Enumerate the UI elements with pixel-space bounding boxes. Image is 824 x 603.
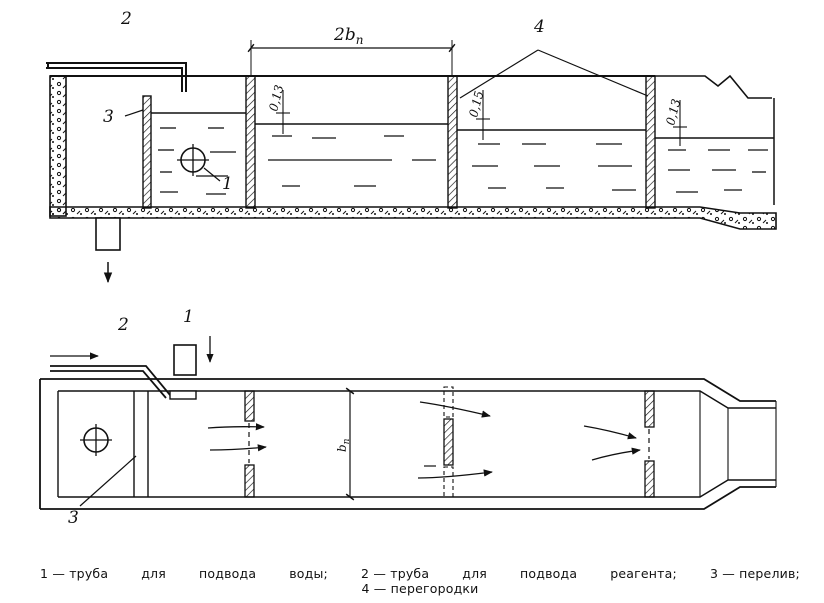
label-dimension-2b: 2bп [333, 25, 363, 47]
label-level-3: 0,13 [663, 97, 683, 127]
water-pipe-symbol [177, 144, 209, 176]
label-width-b: bп [335, 438, 352, 452]
plan-view [39, 336, 777, 510]
label-water-pipe-plan: 1 [183, 307, 194, 327]
label-partitions: 4 [533, 17, 545, 37]
caption-line-1: 1 — труба для подвода воды; 2 — труба дл… [40, 566, 800, 581]
figure-caption: 1 — труба для подвода воды; 2 — труба дл… [40, 566, 800, 596]
label-level-1: 0,13 [266, 83, 286, 113]
water-pipe-symbol-plan [80, 424, 112, 456]
caption-item: для [462, 566, 487, 581]
label-reagent-pipe-plan: 2 [117, 315, 129, 335]
label-water-pipe-top: 1 [222, 174, 233, 194]
mixer-drawing: 2 3 4 2bп 1 0,13 0,15 0,13 [39, 9, 777, 528]
caption-item: подвода [199, 566, 257, 581]
label-overflow-top: 3 [103, 107, 114, 127]
caption-item: 1 — труба [40, 566, 109, 581]
caption-item: 2 — труба [361, 566, 430, 581]
label-reagent-pipe-top: 2 [120, 9, 132, 29]
caption-item: подвода [520, 566, 578, 581]
label-overflow-plan: 3 [68, 508, 79, 528]
caption-item: воды; [289, 566, 328, 581]
label-level-2: 0,15 [466, 89, 486, 118]
caption-item: реагента; [610, 566, 677, 581]
caption-item: для [141, 566, 166, 581]
caption-item: 3 — перелив; [709, 566, 800, 581]
section-view [46, 40, 777, 284]
caption-line-2: 4 — перегородки [361, 581, 479, 596]
